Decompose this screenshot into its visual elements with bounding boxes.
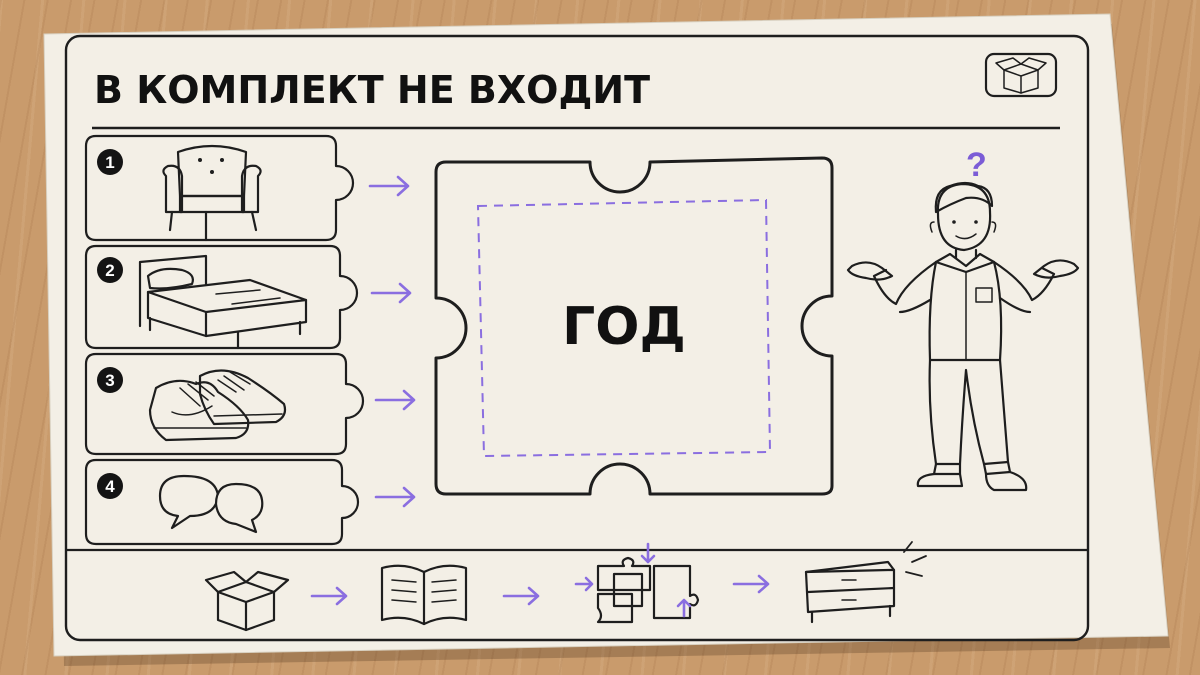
small-box-icon [995,57,1047,94]
question-mark: ? [966,146,987,184]
step-arrow [310,586,348,606]
armchair-icon [162,144,262,242]
center-word: ГОД [562,297,686,357]
center-puzzle-piece: ГОД [434,156,834,496]
item-number-badge [97,367,123,393]
page-title: В КОМПЛЕКТ НЕ ВХОДИТ [94,68,650,112]
item-number: 1 [105,153,114,172]
item-strip-1: 1 [84,134,355,242]
item-number: 2 [105,261,114,280]
card-frame [64,34,1090,642]
item-number: 3 [105,371,114,390]
step-arrow [502,586,540,606]
step-arrow [732,574,770,594]
confused-man-figure: ? [846,146,1080,492]
nightstand-icon [804,541,927,624]
item-number: 4 [105,477,115,496]
item-number-badge [97,149,123,175]
left-arrows [368,175,416,508]
bed-icon [138,254,308,350]
instruction-book-icon [380,564,468,626]
box-badge [984,52,1058,98]
speech-bubbles-icon [158,474,264,534]
dashed-inner-frame [476,198,772,458]
sneakers-icon [148,369,287,442]
puzzle-pieces-icon [574,542,700,624]
instruction-card [43,13,1169,657]
item-number-badge [97,473,123,499]
item-strip-3: 3 [84,352,365,456]
item-strip-4: 4 [84,458,360,546]
open-box-icon [204,570,290,632]
item-strip-2: 2 [84,244,359,350]
item-number-badge [97,257,123,283]
